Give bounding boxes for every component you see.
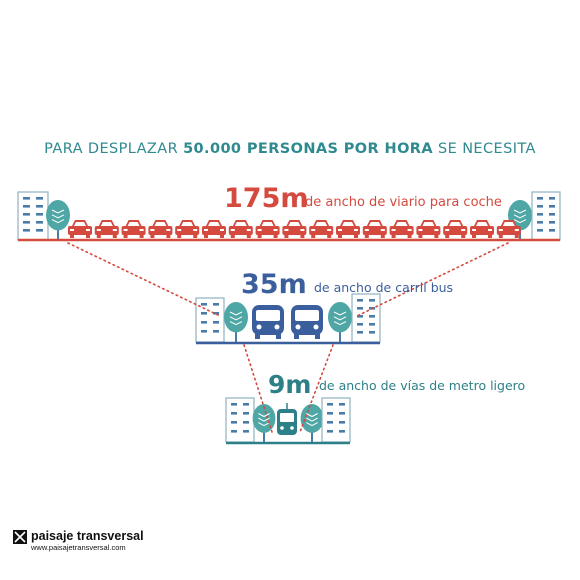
- headline-emphasis: 50.000 PERSONAS POR HORA: [183, 141, 433, 157]
- bus-icon: [252, 305, 284, 339]
- bus-width-value: 35m: [241, 269, 307, 300]
- bus-icon: [291, 305, 323, 339]
- car-icon: [148, 220, 173, 238]
- tree-icon: [252, 404, 276, 442]
- tram-icon: [277, 403, 297, 435]
- car-icon: [470, 220, 494, 238]
- dotted-guide-left-lower: [243, 344, 273, 433]
- car-icon: [121, 220, 146, 238]
- building-icon: [531, 191, 561, 241]
- car-icon: [282, 220, 307, 238]
- tree-icon: [300, 404, 324, 442]
- car-width-value: 175m: [224, 183, 309, 214]
- logo-title: paisaje transversal: [31, 529, 144, 543]
- dotted-guide-right-lower: [299, 344, 334, 433]
- logo-url: www.paisajetransversal.com: [31, 542, 126, 552]
- bus-width-label: de ancho de carril bus: [314, 280, 454, 295]
- building-icon: [17, 191, 49, 241]
- headline: PARA DESPLAZAR 50.000 PERSONAS POR HORA …: [0, 141, 580, 157]
- building-icon: [351, 293, 381, 343]
- car-icon: [202, 220, 226, 238]
- tree-icon: [46, 200, 70, 240]
- car-icon: [94, 220, 119, 238]
- car-icon: [389, 220, 414, 238]
- car-icon: [362, 220, 387, 238]
- building-icon: [195, 297, 225, 343]
- car-icon: [255, 220, 280, 238]
- building-icon: [321, 397, 351, 443]
- dotted-guide-left-upper: [67, 242, 221, 317]
- car-width-label: de ancho de viario para coche: [305, 195, 502, 210]
- building-icon: [225, 397, 255, 443]
- dotted-guide-right-upper: [356, 242, 509, 317]
- car-icon: [175, 220, 200, 238]
- metro-width-label: de ancho de vías de metro ligero: [319, 378, 526, 393]
- headline-suffix: SE NECESITA: [438, 141, 536, 157]
- tree-icon: [224, 302, 248, 342]
- car-icon: [416, 220, 441, 238]
- car-icon: [309, 220, 334, 238]
- car-icon: [496, 220, 521, 238]
- headline-prefix: PARA DESPLAZAR: [44, 141, 179, 157]
- metro-width-value: 9m: [268, 370, 312, 399]
- car-icon: [443, 220, 468, 238]
- tree-icon: [328, 302, 352, 342]
- car-icon: [68, 220, 92, 238]
- logo-mark-icon: [13, 530, 27, 544]
- car-icon: [228, 220, 253, 238]
- car-icon: [336, 220, 360, 238]
- logo: paisaje transversal www.paisajetransvers…: [31, 530, 144, 551]
